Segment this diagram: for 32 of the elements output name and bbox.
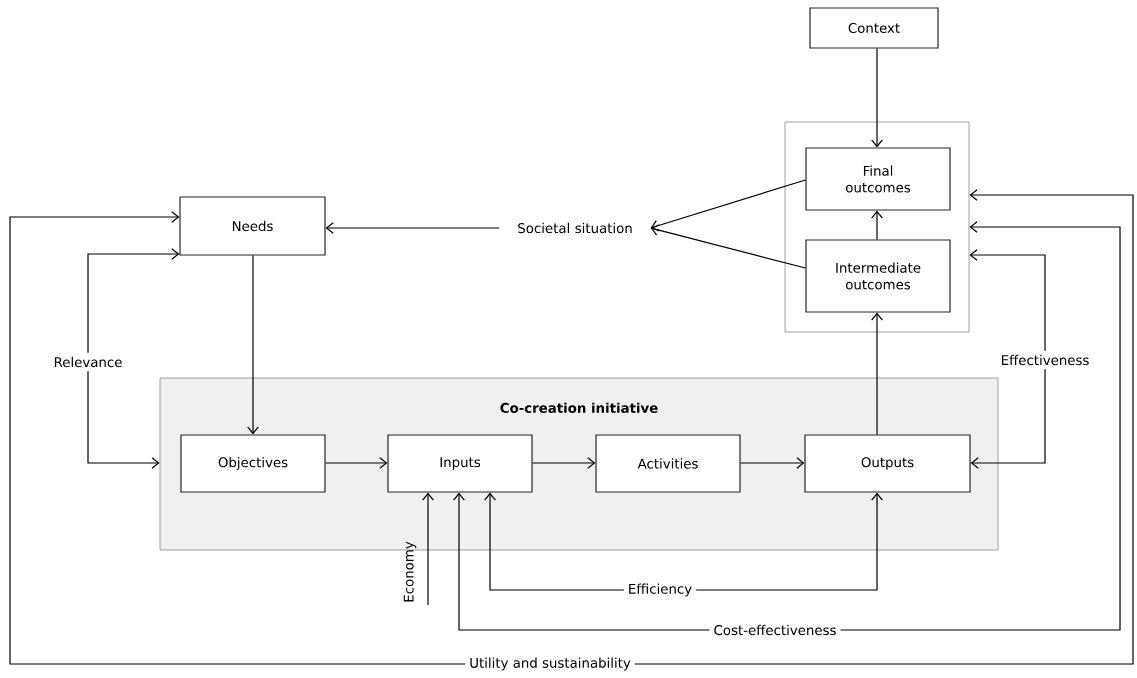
arrow: [422, 492, 434, 606]
arrow: [453, 221, 1121, 631]
process-box: Inputs: [387, 434, 533, 493]
arrow: [484, 492, 883, 591]
arrow: [650, 224, 806, 269]
edge-label: Effectiveness: [996, 350, 1094, 370]
situation-label: Societal situation: [518, 222, 632, 234]
process-box: Outputs: [804, 434, 971, 493]
arrow: [871, 48, 883, 148]
edge-label: Cost-effectiveness: [709, 620, 841, 640]
arrow: [9, 189, 1134, 665]
edge-label: Efficiency: [623, 579, 697, 601]
arrow: [871, 312, 883, 435]
process-box: Activities: [595, 434, 741, 493]
arrow: [87, 248, 180, 469]
process-box: Context: [809, 7, 939, 49]
process-box: Intermediate outcomes: [805, 239, 951, 313]
edge-label: Economy: [403, 541, 417, 602]
edge-label: Utility and sustainability: [465, 653, 635, 675]
arrow: [871, 210, 883, 240]
edge-label: Relevance: [49, 352, 127, 372]
process-box: Final outcomes: [805, 147, 951, 211]
arrow: [969, 249, 1046, 469]
arrow: [247, 255, 259, 435]
arrow: [740, 457, 805, 469]
process-box: Needs: [179, 196, 326, 256]
arrow: [325, 222, 500, 234]
process-box: Objectives: [180, 434, 326, 493]
arrow: [650, 179, 806, 232]
group-frame: [784, 121, 970, 333]
arrow: [325, 457, 388, 469]
arrow: [532, 457, 596, 469]
